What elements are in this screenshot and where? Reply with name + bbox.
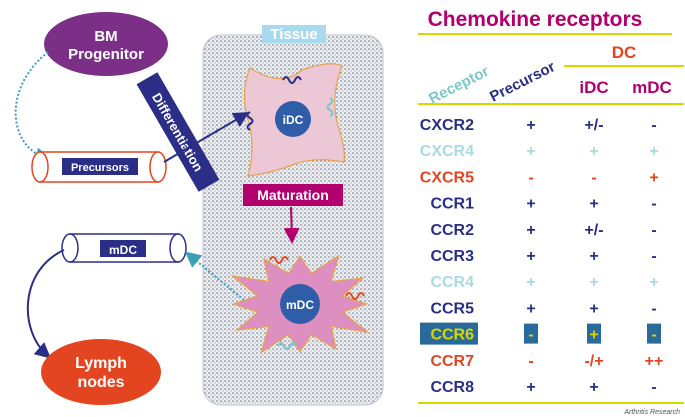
tissue-label: Tissue — [270, 26, 317, 43]
bm-progenitor-label-line1: BM — [94, 28, 117, 45]
tissue-label-box — [262, 25, 326, 43]
header-receptor: Receptor — [426, 63, 492, 108]
idc-value: + — [589, 274, 598, 291]
mdc-nucleus — [280, 284, 320, 324]
receptor-table-rows: CXCR2++/--CXCR4+++CXCR5--+CCR1++-CCR2++/… — [420, 117, 664, 396]
receptor-name: CCR5 — [430, 300, 474, 317]
ccr6-cell-highlight — [524, 323, 538, 344]
maturation-label-box — [243, 184, 343, 206]
mdc-tube — [61, 233, 187, 263]
receptor-name: CCR6 — [430, 327, 474, 344]
mdc-value: ++ — [645, 353, 664, 370]
precursors-tube — [31, 151, 167, 183]
table-row: CCR8 + + - — [430, 379, 656, 396]
mdc-value: - — [651, 117, 656, 134]
precursor-value: + — [526, 248, 535, 265]
precursor-value: + — [526, 379, 535, 396]
header-precursor: Precursor — [487, 58, 558, 105]
mdc-value: - — [651, 248, 656, 265]
table-row: CXCR4 + + + — [420, 143, 659, 160]
mdc-value: - — [651, 327, 656, 344]
precursors-label: Precursors — [71, 162, 129, 174]
receptor-squiggle-icon — [282, 76, 302, 84]
credit-label: Arthritis Research — [623, 409, 680, 416]
receptor-squiggle-icon — [326, 97, 334, 117]
mdc-value: - — [651, 222, 656, 239]
table-row: CCR5 + + - — [430, 300, 656, 317]
mdc-value: - — [651, 300, 656, 317]
idc-cell-label: iDC — [283, 113, 304, 127]
precursor-value: + — [526, 300, 535, 317]
maturation-label: Maturation — [257, 187, 329, 203]
precursor-to-idc-arrow — [163, 111, 250, 163]
receptor-squiggle-icon — [269, 256, 289, 264]
header-idc: iDC — [579, 78, 608, 97]
mdc-value: + — [649, 274, 658, 291]
table-row: CCR1 + + - — [430, 196, 656, 213]
idc-value: + — [589, 327, 598, 344]
mdc-value: + — [649, 143, 658, 160]
receptor-name: CCR1 — [430, 196, 474, 213]
precursor-value: - — [528, 327, 533, 344]
maturation-arrow — [283, 206, 300, 244]
receptor-name: CCR2 — [430, 222, 474, 239]
lymph-nodes-label-line2: nodes — [77, 374, 124, 391]
idc-nucleus — [275, 101, 311, 137]
precursor-value: - — [528, 169, 533, 186]
idc-value: + — [589, 248, 598, 265]
receptor-squiggle-icon — [277, 342, 297, 350]
idc-value: -/+ — [584, 353, 603, 370]
receptor-name: CXCR2 — [420, 117, 474, 134]
table-title: Chemokine receptors — [428, 8, 643, 31]
ccr6-cell-highlight — [587, 323, 601, 344]
ccr6-cell-highlight — [647, 323, 661, 344]
receptor-name: CXCR4 — [420, 143, 474, 160]
idc-value: +/- — [584, 222, 603, 239]
lymph-nodes-node — [41, 339, 161, 405]
mdc-value: - — [651, 196, 656, 213]
receptor-name: CCR4 — [430, 274, 474, 291]
table-row: CCR2 + +/- - — [430, 222, 656, 239]
precursor-value: + — [526, 196, 535, 213]
idc-value: + — [589, 143, 598, 160]
ccr6-highlight — [420, 322, 478, 345]
receptor-squiggle-icon — [345, 292, 365, 300]
table-row: CCR3 + + - — [430, 248, 656, 265]
mdc-value: + — [649, 169, 658, 186]
precursor-value: + — [526, 117, 535, 134]
receptor-name: CCR7 — [430, 353, 474, 370]
lymph-nodes-label-line1: Lymph — [75, 355, 127, 372]
idc-value: + — [589, 196, 598, 213]
table-row: CCR7 - -/+ ++ — [430, 353, 663, 370]
idc-value: - — [591, 169, 596, 186]
progenitor-to-precursor-arrow — [14, 51, 52, 164]
mdc-cell-label: mDC — [286, 298, 314, 312]
precursor-value: + — [526, 143, 535, 160]
table-row: CXCR2 + +/- - — [420, 117, 657, 134]
idc-value: +/- — [584, 117, 603, 134]
receptor-name: CCR3 — [430, 248, 474, 265]
idc-value: + — [589, 379, 598, 396]
receptor-name: CXCR5 — [420, 169, 474, 186]
mdc-tube-label: mDC — [109, 243, 137, 257]
mdc-to-tube-arrow — [184, 251, 245, 301]
precursor-value: - — [528, 353, 533, 370]
precursor-value: + — [526, 274, 535, 291]
mdc-value: - — [651, 379, 656, 396]
idc-value: + — [589, 300, 598, 317]
bm-progenitor-label-line2: Progenitor — [68, 46, 144, 63]
tube-to-lymph-arrow — [26, 249, 65, 359]
table-row: CCR6 - + - — [420, 322, 661, 345]
receptor-name: CCR8 — [430, 379, 474, 396]
precursor-value: + — [526, 222, 535, 239]
table-row: CXCR5 - - + — [420, 169, 659, 186]
bm-progenitor-node — [44, 12, 168, 76]
header-dc: DC — [612, 43, 637, 62]
header-mdc: mDC — [632, 78, 672, 97]
table-row: CCR4 + + + — [430, 274, 658, 291]
